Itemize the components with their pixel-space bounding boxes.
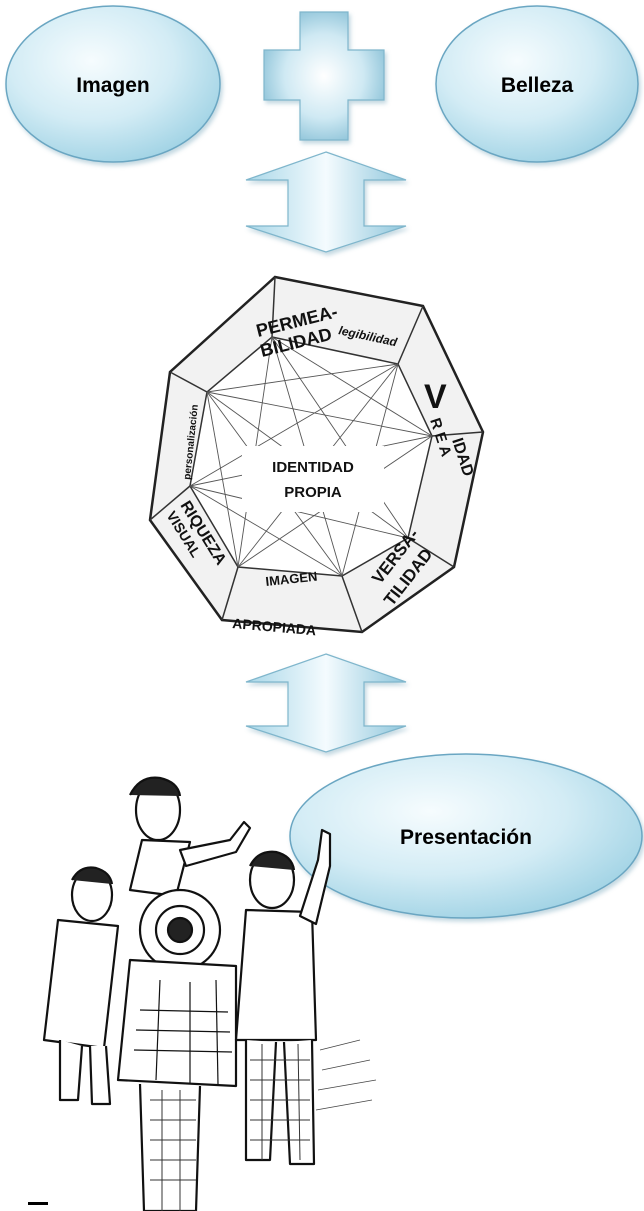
heptagon-diagram: IDENTIDAD PROPIA PERMEA- BILIDAD legibil…: [148, 275, 485, 638]
segment-imagen: IMAGEN: [265, 569, 318, 589]
bubble-imagen: [5, 5, 221, 163]
plus-icon: [263, 11, 385, 141]
bubble-presentacion: [289, 753, 643, 919]
bubble-belleza: [435, 5, 639, 163]
bubble-belleza-label: Belleza: [501, 74, 574, 97]
bubble-imagen-label: Imagen: [76, 74, 150, 97]
double-arrow-icon-upper: [245, 151, 407, 253]
double-arrow-icon-lower: [245, 653, 407, 753]
center-label-line1: IDENTIDAD: [272, 459, 354, 476]
people-illustration: [42, 776, 377, 1211]
segment-apropiada: APROPIADA: [232, 615, 317, 638]
segment-vitalidad-v: V: [424, 378, 447, 416]
center-label-line2: PROPIA: [284, 484, 342, 501]
small-mark: [28, 1202, 48, 1205]
bubble-presentacion-label: Presentación: [400, 826, 532, 849]
